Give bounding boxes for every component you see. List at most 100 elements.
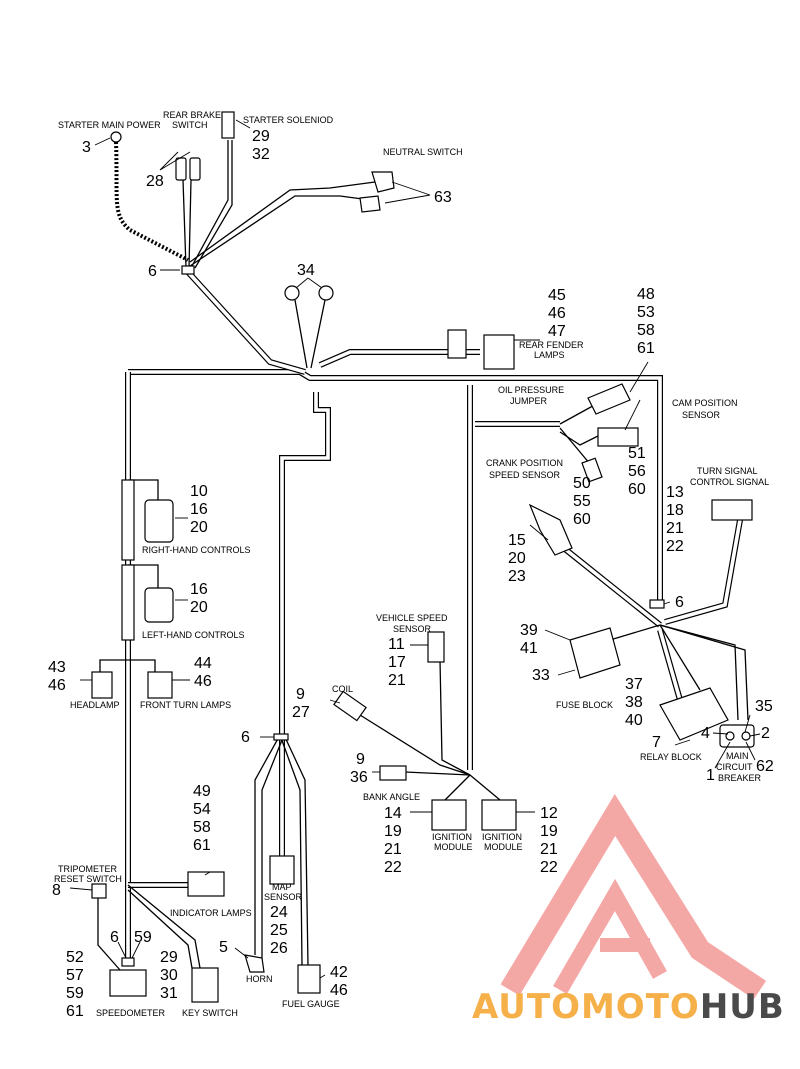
fuel-gauge-connector	[297, 964, 321, 994]
label-crank-position-2: SPEED SENSOR	[489, 470, 561, 480]
label-front-turn-lamps: FRONT TURN LAMPS	[140, 700, 231, 710]
ref-30: 30	[160, 967, 178, 984]
harness-clip-6a	[181, 265, 195, 275]
label-oil-pressure-1: OIL PRESSURE	[498, 385, 564, 395]
ref-46c: 46	[194, 673, 212, 690]
label-speedometer: SPEEDOMETER	[96, 1008, 166, 1018]
ref-57: 57	[66, 967, 84, 984]
label-left-hand-controls: LEFT-HAND CONTROLS	[142, 630, 245, 640]
ref-50: 50	[573, 475, 591, 492]
automotohub-wordmark: AUTOMOTOHUB	[472, 987, 785, 1027]
ref-33: 33	[532, 667, 550, 684]
label-oil-pressure-2: JUMPER	[510, 396, 548, 406]
ref-61c: 61	[66, 1003, 84, 1020]
ref-61b: 61	[193, 837, 211, 854]
speedometer-connector	[109, 969, 147, 997]
turn-signal-control-connector	[711, 499, 753, 521]
ref-19a: 19	[384, 823, 402, 840]
ref-12: 12	[540, 805, 558, 822]
neutral-switch-connector-b	[359, 195, 381, 213]
ref-6c: 6	[241, 729, 250, 746]
harness-clip-6c	[273, 733, 289, 741]
ref-24: 24	[270, 904, 288, 921]
ref-54: 54	[193, 801, 211, 818]
label-fuse-block: FUSE BLOCK	[556, 700, 613, 710]
ref-35: 35	[755, 698, 773, 715]
ref-41: 41	[520, 640, 538, 657]
ref-40: 40	[625, 712, 643, 729]
component-labels: STARTER MAIN POWER REAR BRAKE SWITCH STA…	[54, 110, 769, 1018]
label-cam-position-2: SENSOR	[682, 410, 721, 420]
ref-43: 43	[48, 659, 66, 676]
vehicle-speed-sensor-connector	[427, 631, 445, 663]
label-headlamp: HEADLAMP	[70, 700, 120, 710]
ref-32: 32	[252, 146, 270, 163]
ref-55: 55	[573, 493, 591, 510]
starter-solenoid-connector	[221, 111, 235, 139]
label-turn-signal-2: CONTROL SIGNAL	[690, 477, 769, 487]
key-switch-connector	[191, 967, 219, 1003]
components	[91, 111, 755, 1003]
label-right-hand-controls: RIGHT-HAND CONTROLS	[142, 545, 251, 555]
ref-34: 34	[297, 262, 315, 279]
label-rear-brake-switch-2: SWITCH	[172, 120, 208, 130]
ref-61a: 61	[637, 340, 655, 357]
right-hand-controls-clip	[121, 479, 135, 561]
rear-fender-lamps-connector-a	[447, 329, 467, 359]
ref-16a: 16	[190, 501, 208, 518]
label-cam-position-1: CAM POSITION	[672, 398, 738, 408]
ref-6d: 6	[110, 929, 119, 946]
ref-42: 42	[330, 964, 348, 981]
label-rear-fender-lamps-2: LAMPS	[534, 350, 565, 360]
ref-31: 31	[160, 985, 178, 1002]
crank-sensor-connector-15	[528, 503, 573, 556]
ref-20c: 20	[508, 550, 526, 567]
horn-connector	[244, 954, 265, 973]
ref-22b: 22	[384, 859, 402, 876]
ref-22c: 22	[540, 859, 558, 876]
ref-52: 52	[66, 949, 84, 966]
ref-39: 39	[520, 622, 538, 639]
ignition-module-a	[431, 799, 467, 831]
label-starter-main-power: STARTER MAIN POWER	[58, 120, 161, 130]
label-key-switch: KEY SWITCH	[182, 1008, 238, 1018]
ref-13: 13	[666, 484, 684, 501]
ref-6b: 6	[675, 594, 684, 611]
ref-15: 15	[508, 532, 526, 549]
label-crank-position-1: CRANK POSITION	[486, 458, 563, 468]
ref-47: 47	[548, 323, 566, 340]
ref-48: 48	[637, 286, 655, 303]
ref-37: 37	[625, 676, 643, 693]
ref-19b: 19	[540, 823, 558, 840]
ref-49: 49	[193, 783, 211, 800]
left-hand-controls-clip	[121, 564, 135, 641]
ref-9b: 9	[356, 751, 365, 768]
ref-14: 14	[384, 805, 402, 822]
ref-21a: 21	[666, 520, 684, 537]
label-main-cb-3: BREAKER	[718, 773, 762, 783]
label-horn: HORN	[246, 974, 273, 984]
ref-62: 62	[756, 758, 774, 775]
headlamp-connector	[91, 671, 113, 699]
label-ignition-a-2: MODULE	[434, 842, 473, 852]
rear-brake-switch-connector-b	[189, 157, 201, 181]
ref-26: 26	[270, 940, 288, 957]
ref-63: 63	[434, 189, 452, 206]
ref-22a: 22	[666, 538, 684, 555]
svg-text:AUTOMOTOHUB: AUTOMOTOHUB	[472, 987, 785, 1027]
ref-8: 8	[52, 882, 61, 899]
label-ignition-b-1: IGNITION	[482, 832, 522, 842]
ref-25: 25	[270, 922, 288, 939]
starter-main-power-terminal	[110, 131, 122, 143]
label-main-cb-1: MAIN	[726, 751, 749, 761]
fuse-block	[569, 627, 621, 679]
crank-position-speed-sensor	[581, 457, 603, 483]
tripometer-reset-switch	[91, 883, 107, 899]
indicator-lamps-connector	[187, 871, 225, 897]
ref-4: 4	[701, 725, 710, 742]
ref-9a: 9	[296, 686, 305, 703]
label-rear-fender-lamps-1: REAR FENDER	[519, 340, 584, 350]
ref-38: 38	[625, 694, 643, 711]
